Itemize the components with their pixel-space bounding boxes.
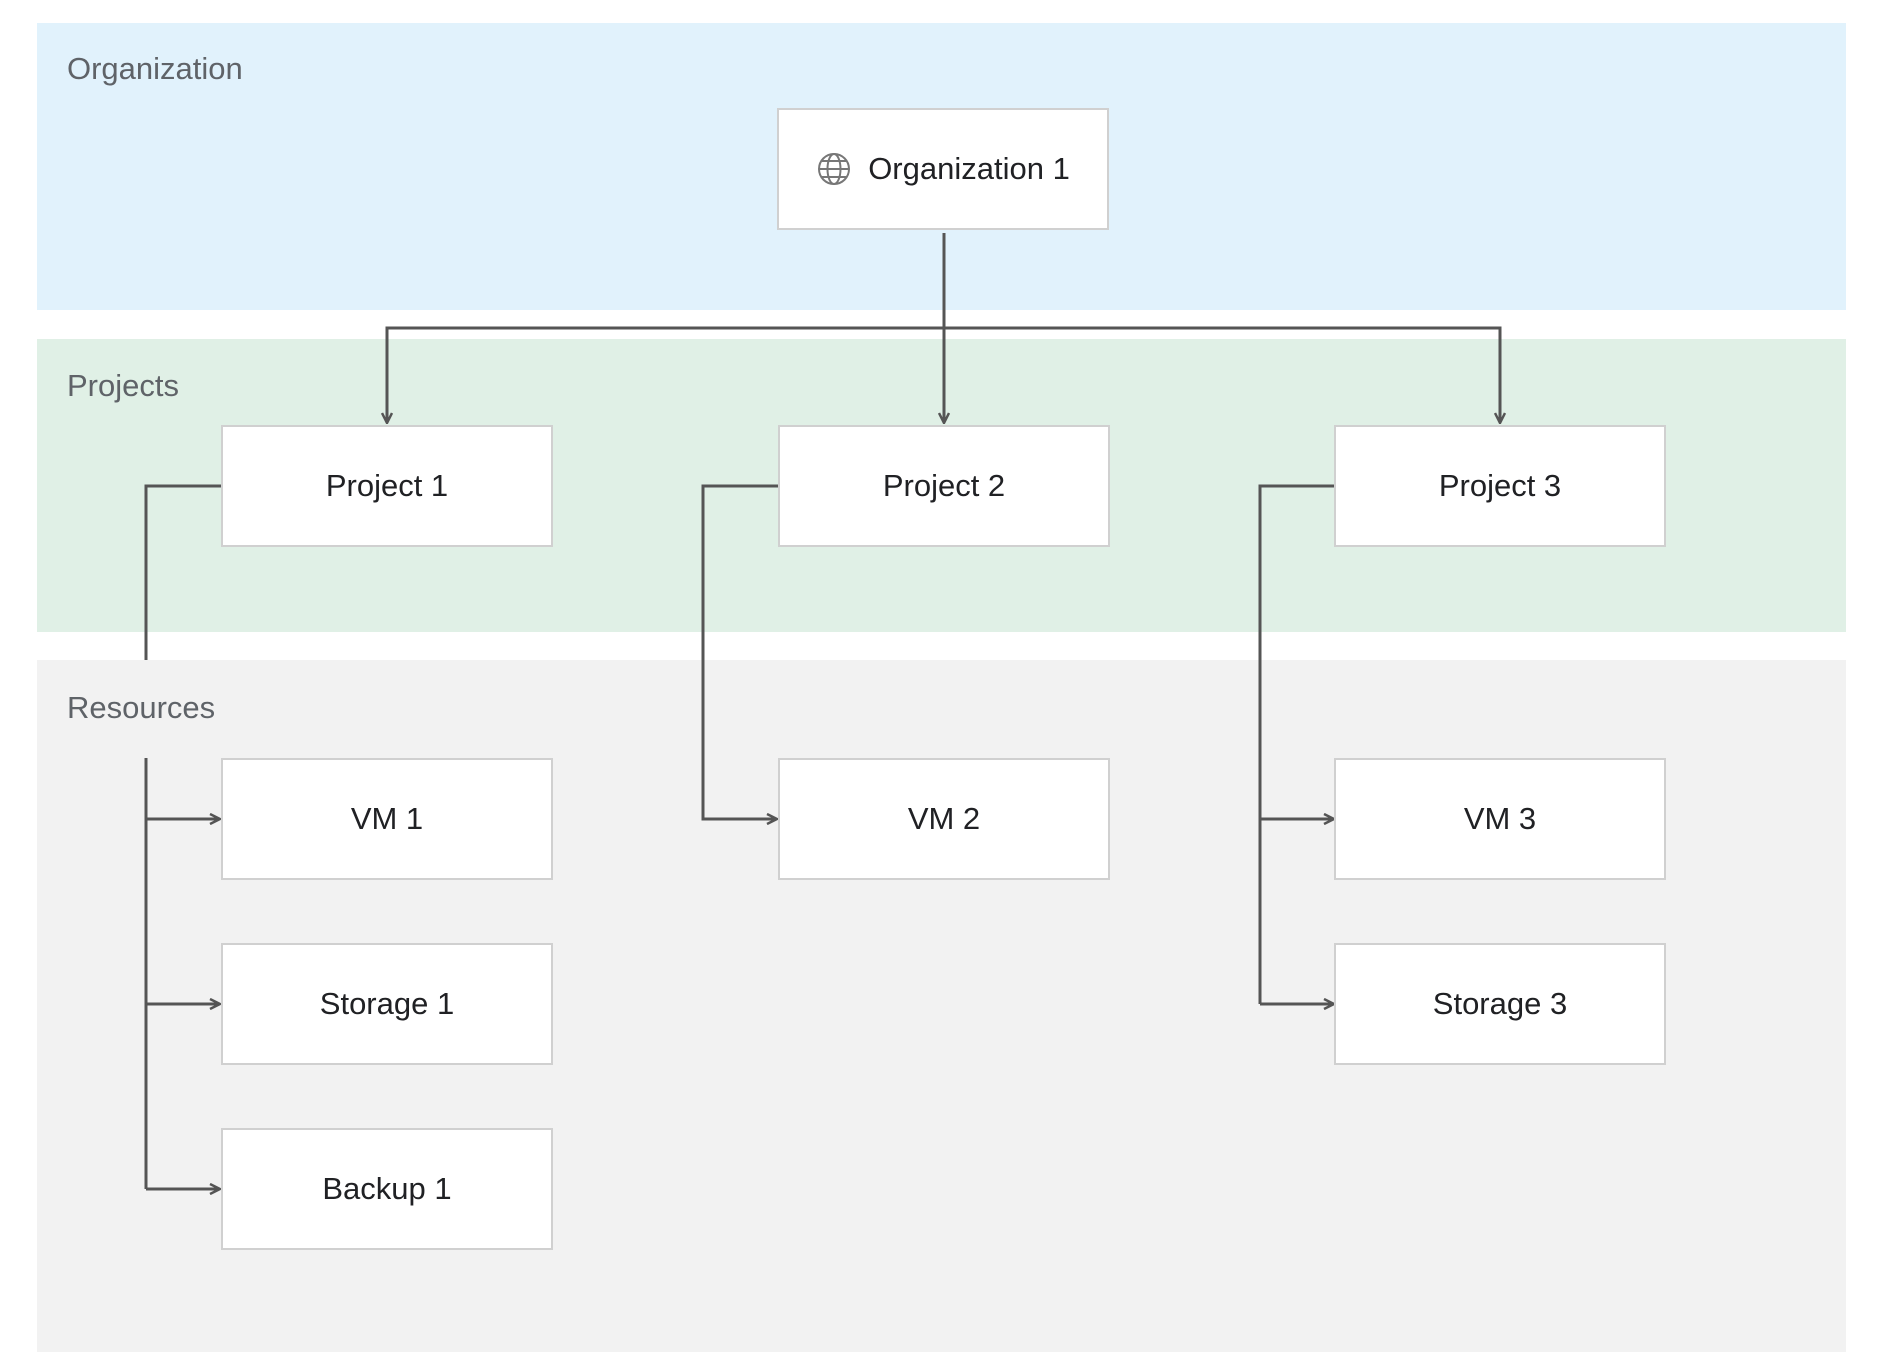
projects-band-label: Projects bbox=[67, 368, 179, 403]
resource-node-backup-1[interactable]: Backup 1 bbox=[221, 1128, 553, 1250]
resource-node-vm-3[interactable]: VM 3 bbox=[1334, 758, 1666, 880]
resource-node-vm-1[interactable]: VM 1 bbox=[221, 758, 553, 880]
globe-icon bbox=[816, 151, 852, 187]
resource-node-storage-3[interactable]: Storage 3 bbox=[1334, 943, 1666, 1065]
connector-to-vm-2 bbox=[701, 484, 778, 819]
connector-project-3-trunk bbox=[1258, 484, 1334, 1004]
project-node[interactable]: Project 2 bbox=[778, 425, 1110, 547]
organization-node[interactable]: Organization 1 bbox=[777, 108, 1109, 230]
connector-org-to-project-3 bbox=[944, 326, 1500, 422]
resource-node-storage-1[interactable]: Storage 1 bbox=[221, 943, 553, 1065]
project-node[interactable]: Project 3 bbox=[1334, 425, 1666, 547]
connector-org-to-project-1 bbox=[387, 326, 944, 422]
resources-band-label: Resources bbox=[67, 690, 216, 725]
resource-node-vm-2[interactable]: VM 2 bbox=[778, 758, 1110, 880]
resource-node-label: VM 3 bbox=[1463, 801, 1537, 836]
resource-node-label: Storage 3 bbox=[1432, 986, 1568, 1021]
project-node[interactable]: Project 1 bbox=[221, 425, 553, 547]
resource-node-label: VM 2 bbox=[907, 801, 981, 836]
resource-node-label: Storage 1 bbox=[319, 986, 455, 1021]
connector-project-1-stub bbox=[144, 484, 221, 660]
resource-node-label: Backup 1 bbox=[322, 1171, 452, 1206]
organization-band-label: Organization bbox=[67, 51, 243, 86]
resource-node-label: VM 1 bbox=[350, 801, 424, 836]
project-node-label: Project 1 bbox=[325, 468, 449, 503]
project-node-label: Project 2 bbox=[882, 468, 1006, 503]
project-node-label: Project 3 bbox=[1438, 468, 1562, 503]
organization-node-label: Organization 1 bbox=[868, 151, 1070, 186]
